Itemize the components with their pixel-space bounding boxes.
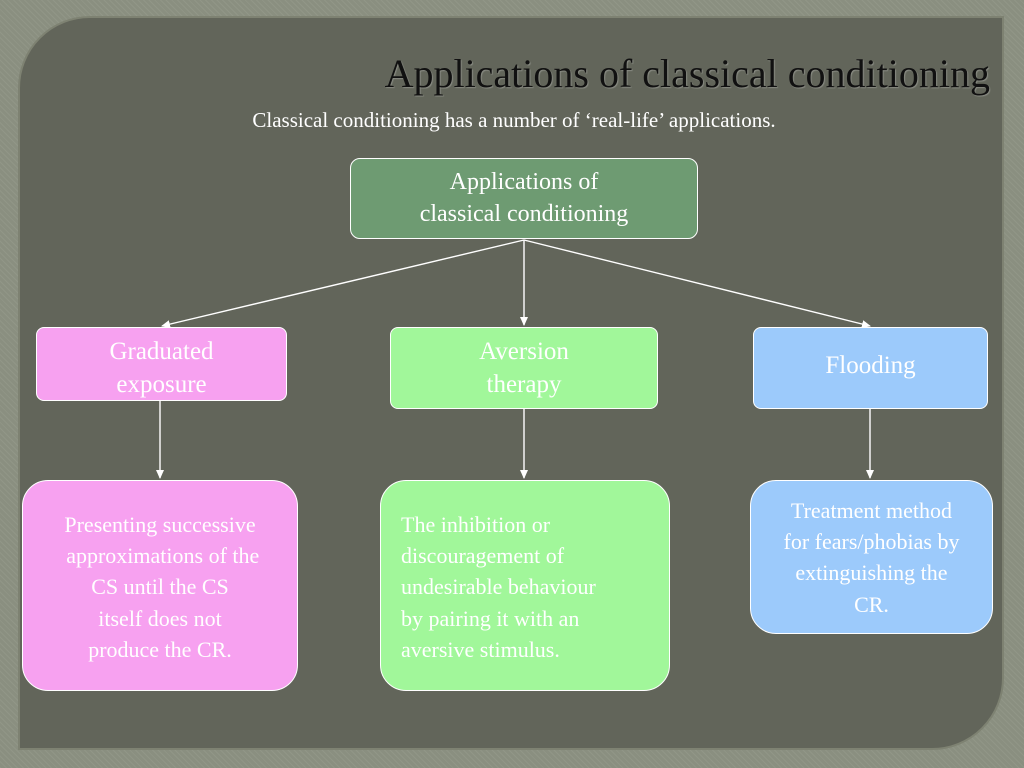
- node-label: Flooding: [825, 351, 916, 379]
- node-aversion-therapy: Aversion therapy: [390, 327, 658, 409]
- node-label: Graduated exposure: [109, 338, 214, 398]
- description-graduated-exposure: Presenting successive approximations of …: [22, 480, 298, 691]
- description-aversion-therapy: The inhibition or discouragement of unde…: [380, 480, 670, 691]
- description-flooding: Treatment method for fears/phobias by ex…: [750, 480, 993, 634]
- description-text: Treatment method for fears/phobias by ex…: [783, 498, 960, 617]
- node-flooding: Flooding: [753, 327, 988, 409]
- arrow-root-to-flooding: [523, 239, 871, 328]
- slide-subtitle: Classical conditioning has a number of ‘…: [252, 108, 776, 132]
- node-label: Aversion therapy: [479, 338, 569, 398]
- arrow-root-to-graduated-exposure: [161, 239, 525, 329]
- description-text: Presenting successive approximations of …: [64, 512, 260, 662]
- node-graduated-exposure: Graduated exposure: [36, 327, 287, 401]
- description-text: The inhibition or discouragement of unde…: [401, 512, 596, 662]
- root-node-label: Applications of classical conditioning: [419, 169, 629, 227]
- root-node: Applications of classical conditioning: [350, 158, 698, 239]
- slide-title: Applications of classical conditioning: [384, 51, 990, 96]
